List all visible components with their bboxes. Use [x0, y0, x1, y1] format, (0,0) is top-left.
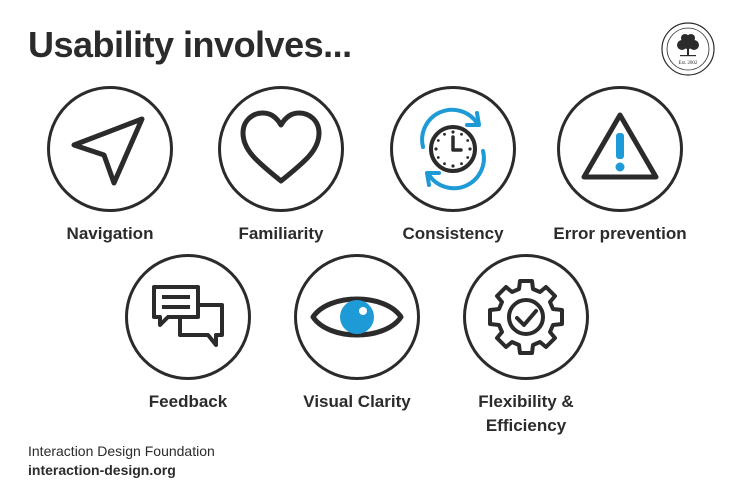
visual-clarity-circle	[294, 254, 420, 380]
eye-icon	[310, 296, 404, 338]
usability-item-familiarity: Familiarity	[191, 86, 371, 246]
label-feedback: Feedback	[148, 392, 228, 411]
footer-org-name: Interaction Design Foundation	[28, 443, 215, 459]
error-prevention-circle	[557, 86, 683, 212]
feedback-circle	[125, 254, 251, 380]
usability-item-visual-clarity: Visual Clarity	[267, 254, 447, 414]
label-line-1: Flexibility &	[478, 392, 574, 411]
chat-bubbles-icon	[152, 285, 224, 347]
usability-item-consistency: Consistency	[363, 86, 543, 246]
page-title: Usability involves...	[28, 24, 352, 65]
label-navigation: Navigation	[66, 224, 154, 243]
navigation-arrow-icon	[71, 116, 145, 186]
usability-item-error-prevention: Error prevention	[530, 86, 710, 246]
label-visual-clarity: Visual Clarity	[303, 392, 411, 411]
label-error-prevention: Error prevention	[553, 224, 687, 243]
logo-est-text: Est. 2002	[679, 61, 698, 66]
footer: Interaction Design Foundation interactio…	[28, 442, 215, 480]
clock-cycle-icon	[420, 107, 486, 191]
gear-check-icon	[488, 279, 564, 355]
label-consistency: Consistency	[402, 224, 504, 243]
heart-icon	[240, 110, 322, 184]
idf-logo: Est. 2002	[661, 22, 715, 76]
usability-item-flexibility-efficiency: Flexibility & Efficiency	[436, 254, 616, 438]
label-line-2: Efficiency	[485, 416, 567, 435]
navigation-circle	[47, 86, 173, 212]
familiarity-circle	[218, 86, 344, 212]
usability-item-navigation: Navigation	[20, 86, 200, 246]
flexibility-circle	[463, 254, 589, 380]
footer-url: interaction-design.org	[28, 462, 176, 478]
consistency-circle	[390, 86, 516, 212]
label-familiarity: Familiarity	[238, 224, 324, 243]
usability-item-feedback: Feedback	[98, 254, 278, 414]
warning-triangle-icon	[581, 112, 659, 180]
label-flexibility-efficiency: Flexibility & Efficiency	[436, 390, 616, 438]
